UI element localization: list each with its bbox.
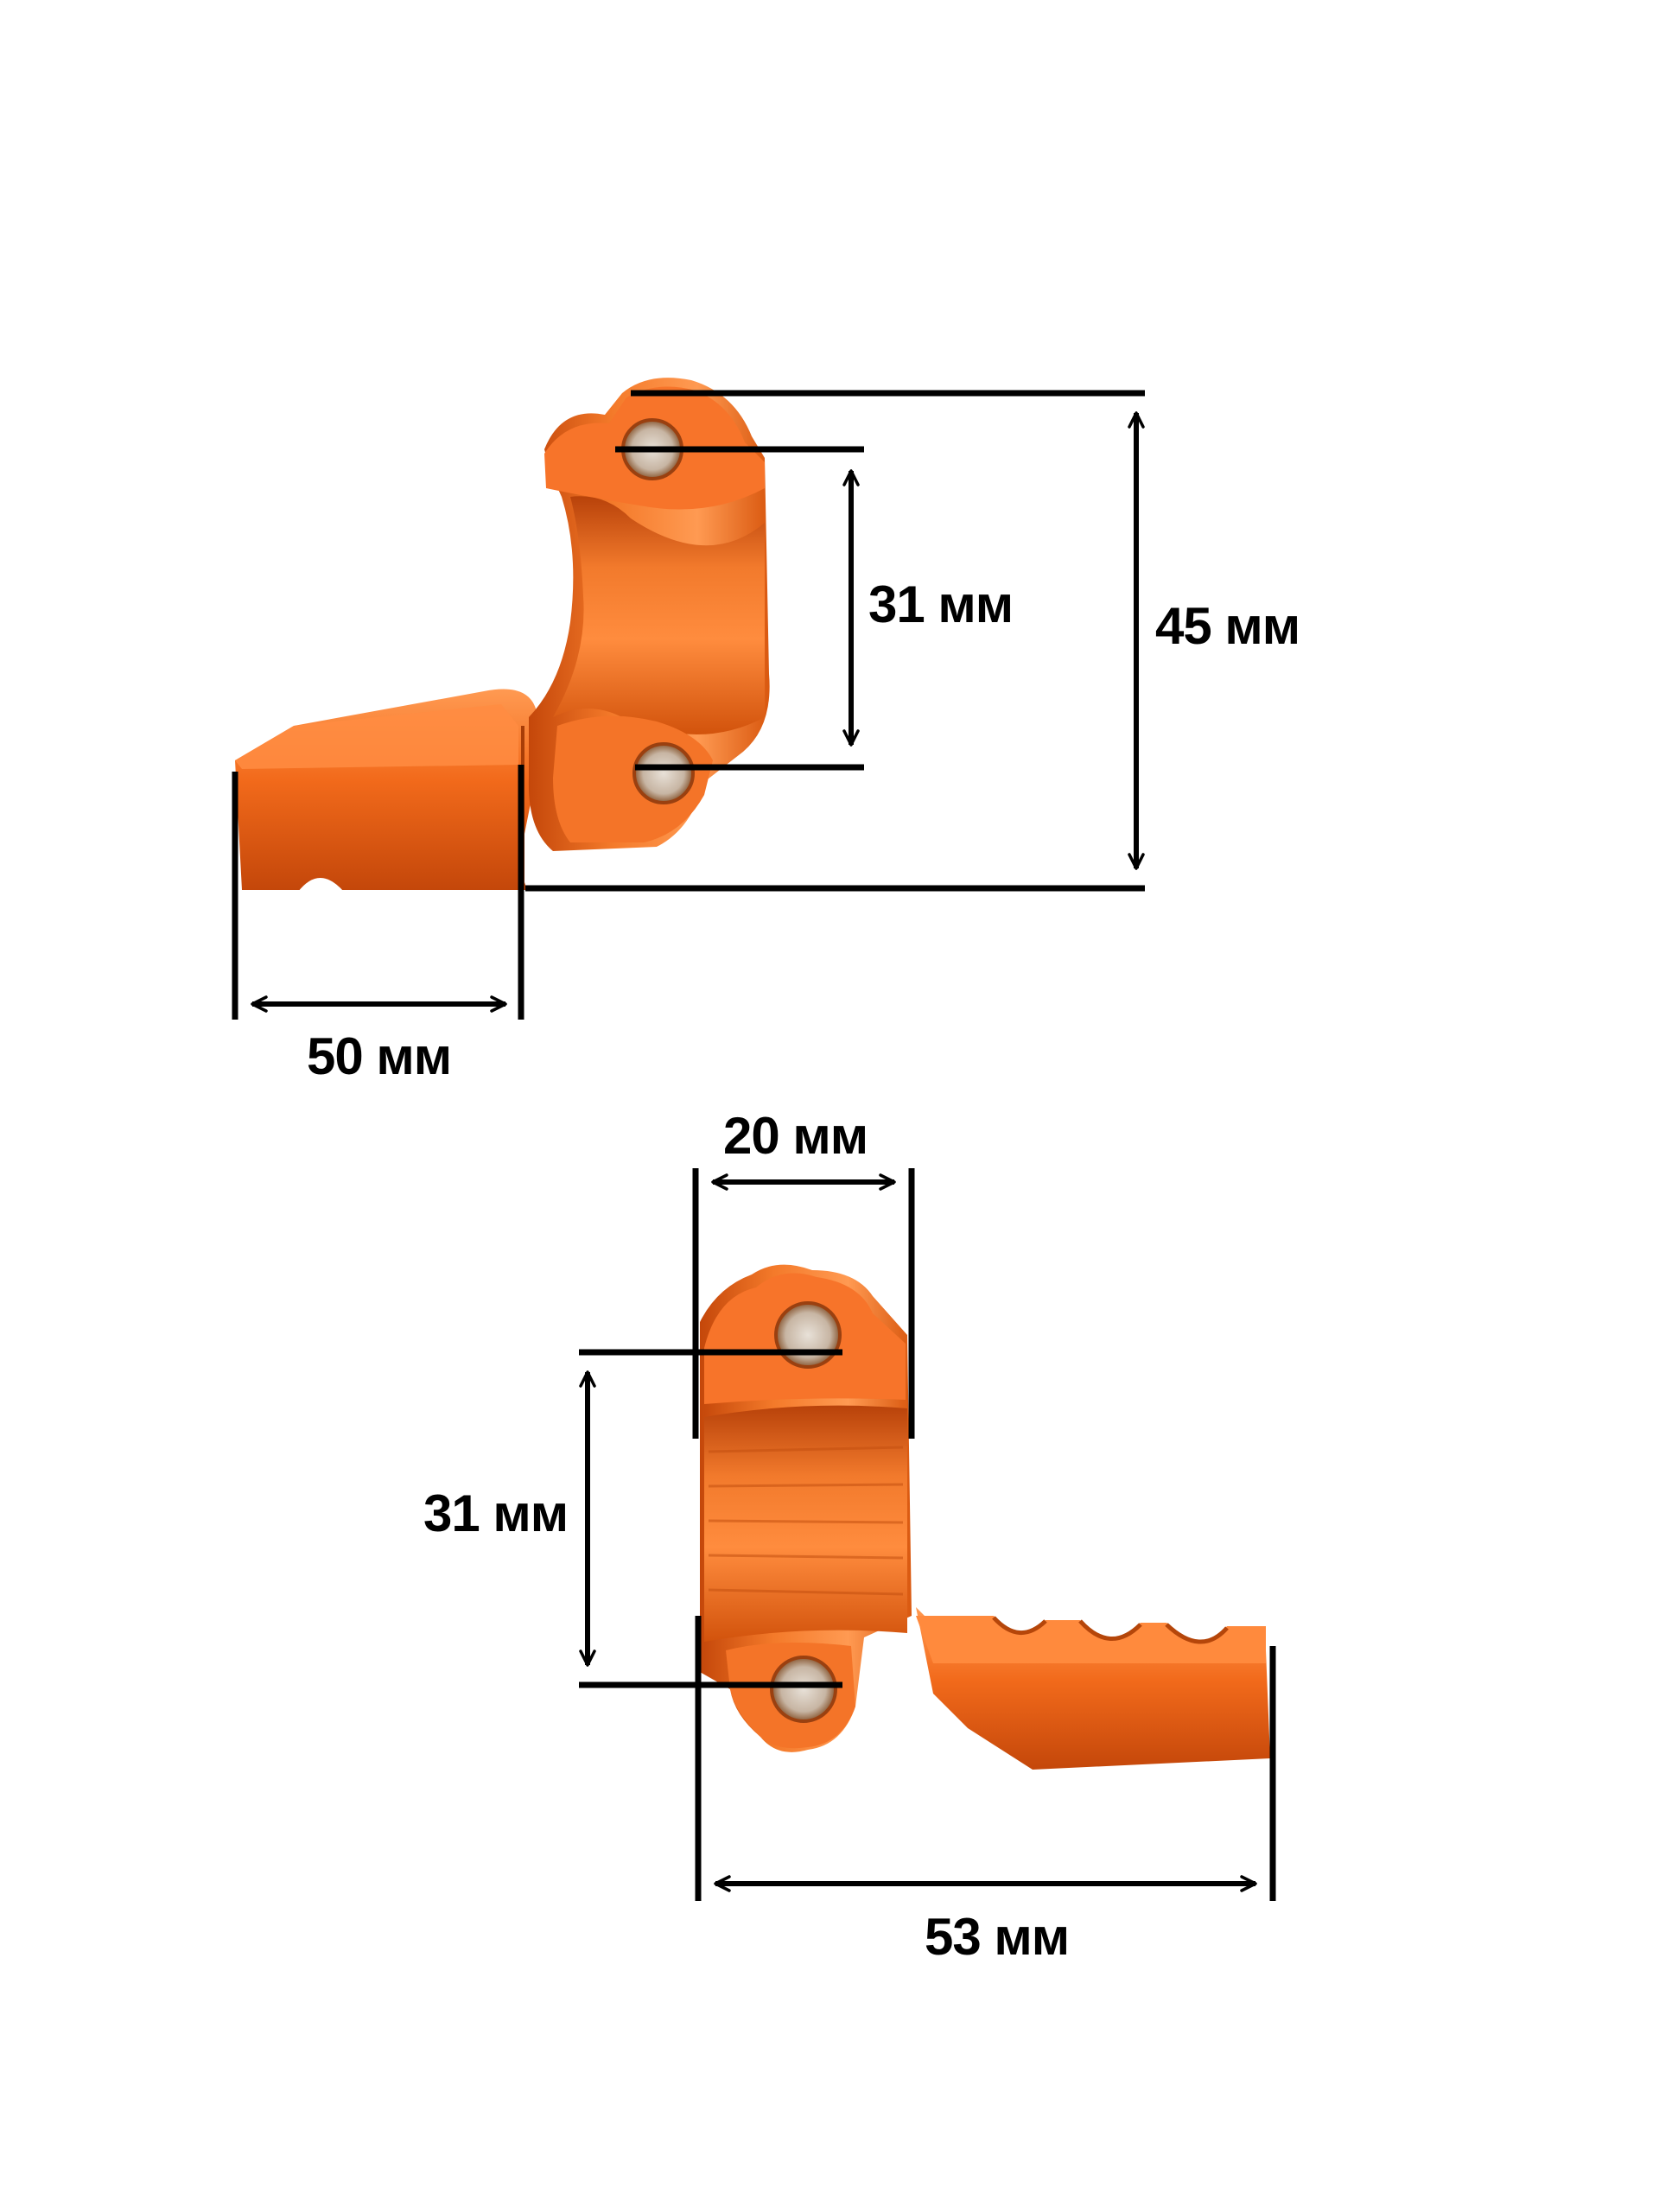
bottom-dim-label-20: 20 мм bbox=[723, 1107, 868, 1165]
bottom-part-lower-hole bbox=[770, 1656, 837, 1723]
bottom-part-arm-groove-2 bbox=[1078, 1619, 1142, 1641]
bottom-dim-label-53: 53 мм bbox=[925, 1908, 1069, 1966]
top-part-arm-top-face bbox=[235, 704, 518, 769]
top-part-arm-notch bbox=[298, 878, 344, 892]
bottom-part-bore bbox=[704, 1405, 907, 1642]
top-dim-label-31: 31 мм bbox=[868, 575, 1013, 633]
top-dim-label-45: 45 мм bbox=[1155, 597, 1300, 655]
bottom-part-photo bbox=[700, 1264, 1270, 1770]
top-part-lower-hole bbox=[632, 742, 695, 804]
top-part-bore bbox=[553, 496, 765, 734]
bottom-part-bore-texture bbox=[708, 1446, 904, 1596]
bottom-part-upper-hole bbox=[774, 1301, 842, 1369]
top-part-photo bbox=[235, 378, 770, 892]
bottom-dim-label-31: 31 мм bbox=[423, 1484, 568, 1542]
top-dimensions: 31 мм 45 мм 50 мм bbox=[232, 390, 1300, 1085]
bottom-part-arm-groove-3 bbox=[1165, 1623, 1229, 1644]
top-dim-label-50: 50 мм bbox=[307, 1027, 451, 1085]
bottom-part-arm-groove-1 bbox=[992, 1616, 1047, 1636]
bottom-dimensions: 20 мм 31 мм 53 мм bbox=[423, 1107, 1276, 1966]
